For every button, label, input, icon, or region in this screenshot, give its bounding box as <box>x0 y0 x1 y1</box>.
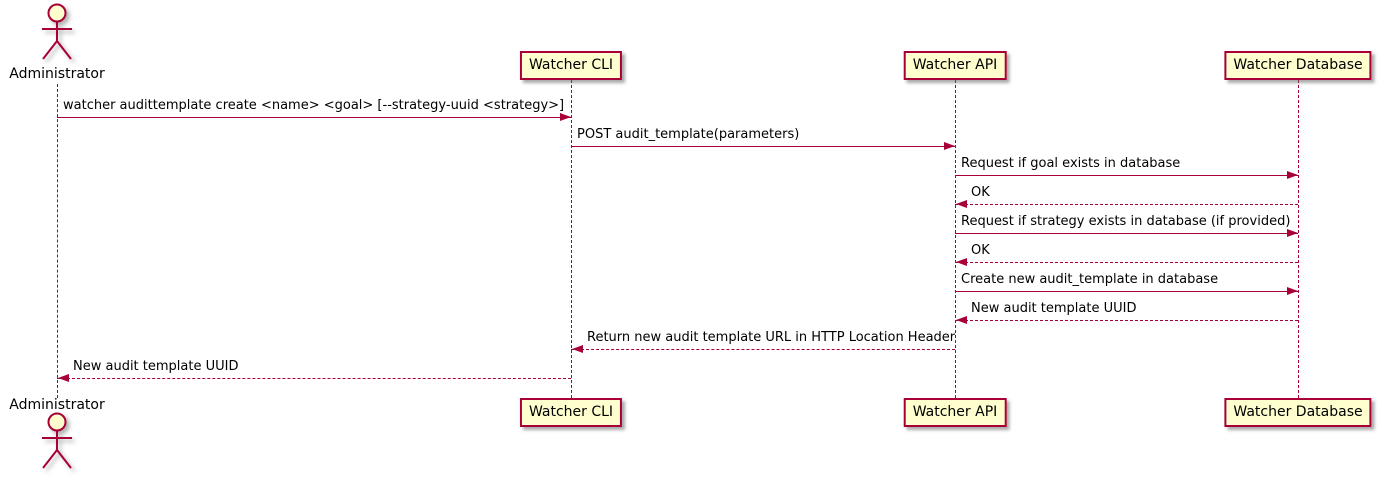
participant-watcher-api-top: Watcher API <box>903 51 1007 80</box>
message-8-label: New audit template UUID <box>971 301 1137 316</box>
administrator-actor-icon <box>37 412 77 476</box>
message-5-arrowhead-icon <box>1287 229 1298 237</box>
lifeline-watcher-api <box>955 80 956 398</box>
message-7-arrowhead-icon <box>1287 287 1298 295</box>
lifeline-administrator <box>57 84 58 398</box>
message-4-line <box>955 204 1298 205</box>
lifeline-watcher-database <box>1298 80 1299 398</box>
participant-watcher-database-top: Watcher Database <box>1224 51 1372 80</box>
administrator-actor-icon <box>37 3 77 67</box>
message-1-label: watcher audittemplate create <name> <goa… <box>63 98 565 113</box>
administrator-label-top: Administrator <box>9 66 105 82</box>
message-2-arrowhead-icon <box>944 142 955 150</box>
participant-watcher-database-bottom: Watcher Database <box>1224 398 1372 427</box>
message-4-label: OK <box>971 185 990 200</box>
message-5-label: Request if strategy exists in database (… <box>961 214 1291 229</box>
lifeline-watcher-cli <box>571 80 572 398</box>
message-7-line <box>955 291 1298 292</box>
message-10-arrowhead-icon <box>58 374 69 382</box>
message-3-arrowhead-icon <box>1287 171 1298 179</box>
message-3-label: Request if goal exists in database <box>961 156 1181 171</box>
message-10-label: New audit template UUID <box>73 359 239 374</box>
message-2-label: POST audit_template(parameters) <box>577 127 800 142</box>
message-10-line <box>57 378 571 379</box>
message-6-label: OK <box>971 243 990 258</box>
message-4-arrowhead-icon <box>956 200 967 208</box>
message-5-line <box>955 233 1298 234</box>
message-6-arrowhead-icon <box>956 258 967 266</box>
message-1-arrowhead-icon <box>560 113 571 121</box>
participant-watcher-cli-top: Watcher CLI <box>519 51 623 80</box>
participant-watcher-cli-bottom: Watcher CLI <box>519 398 623 427</box>
message-7-label: Create new audit_template in database <box>961 272 1219 287</box>
message-8-line <box>955 320 1298 321</box>
message-6-line <box>955 262 1298 263</box>
message-1-line <box>57 117 571 118</box>
participant-watcher-api-bottom: Watcher API <box>903 398 1007 427</box>
message-2-line <box>571 146 955 147</box>
message-8-arrowhead-icon <box>956 316 967 324</box>
message-9-label: Return new audit template URL in HTTP Lo… <box>587 330 956 345</box>
message-9-line <box>571 349 955 350</box>
message-9-arrowhead-icon <box>572 345 583 353</box>
administrator-label-bottom: Administrator <box>9 397 105 413</box>
message-3-line <box>955 175 1298 176</box>
